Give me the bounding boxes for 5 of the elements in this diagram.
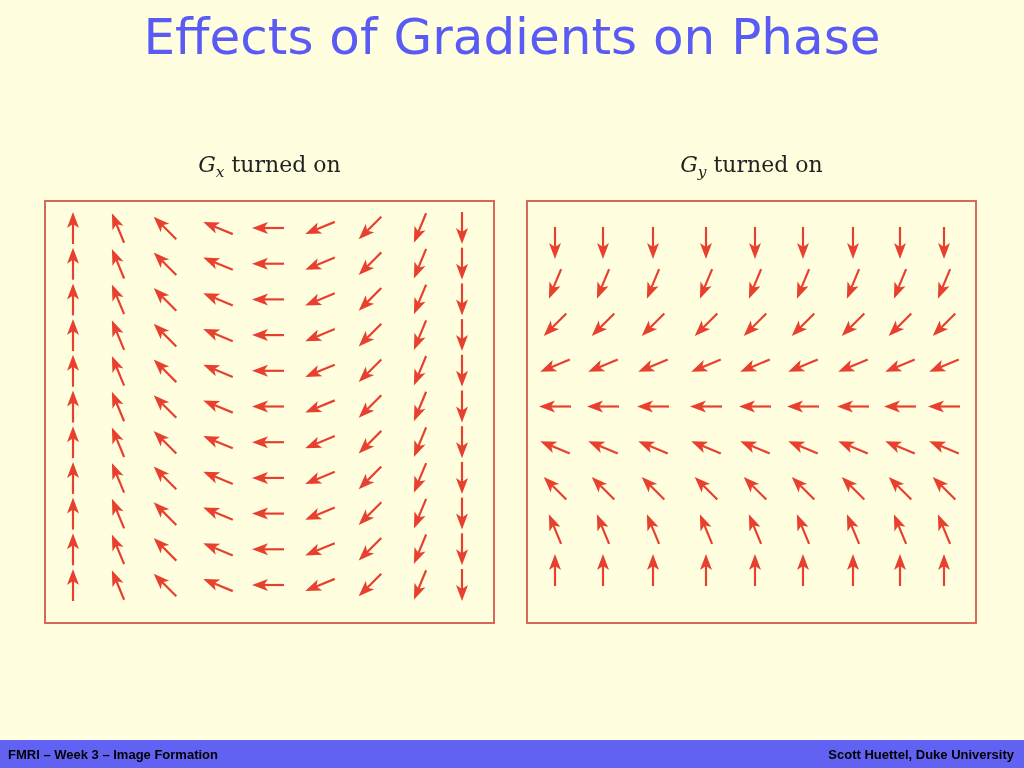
slide-title: Effects of Gradients on Phase [143,8,881,66]
footer-text: Scott Huettel, Duke University [828,747,1014,762]
footer-text: FMRI – Week 3 – Image Formation [8,747,218,762]
panel-heading: G$_{y}$ turned on [680,152,823,182]
panel-heading: G$_{x}$ turned on [198,152,341,182]
